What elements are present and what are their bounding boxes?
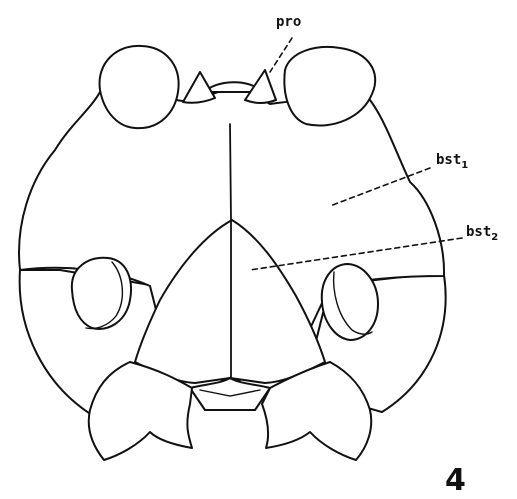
figure-number: 4 xyxy=(445,463,466,498)
label-bst1: bst1 xyxy=(436,152,468,171)
label-bst2-base: bst xyxy=(466,224,491,240)
label-pro: pro xyxy=(276,14,301,30)
label-bst2: bst2 xyxy=(466,224,498,243)
left-upper-oval xyxy=(100,46,179,128)
midline xyxy=(230,124,231,378)
label-bst1-sub: 1 xyxy=(461,160,468,171)
label-bst2-sub: 2 xyxy=(491,232,498,243)
label-bst1-base: bst xyxy=(436,152,461,168)
